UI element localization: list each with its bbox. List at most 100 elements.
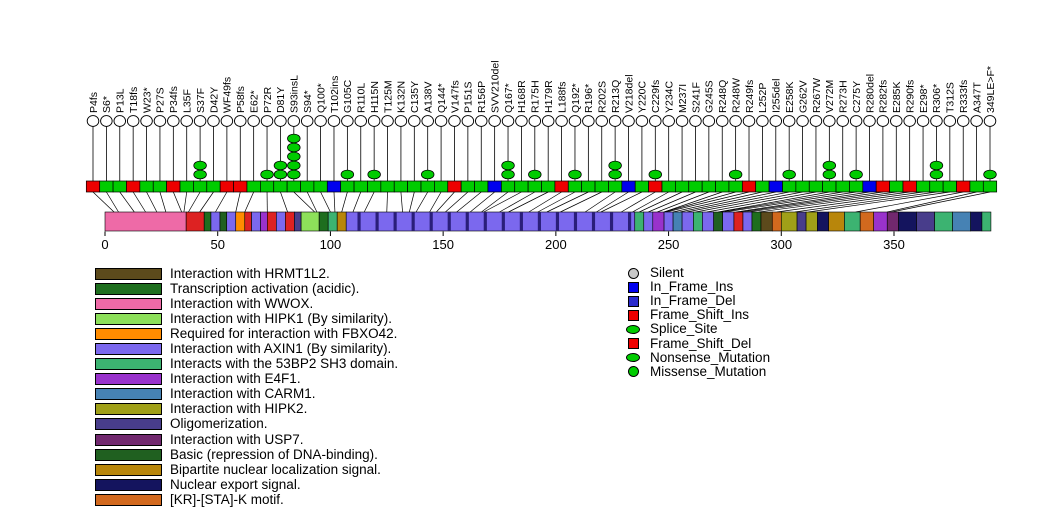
mutation-node[interactable]	[247, 115, 260, 127]
mutation-node[interactable]	[207, 115, 220, 127]
mutation-count-head[interactable]	[608, 169, 622, 180]
mutation-node[interactable]	[823, 115, 836, 127]
mutation-node[interactable]	[608, 115, 622, 127]
mutation-count-head[interactable]	[273, 160, 288, 171]
mutation-node[interactable]	[649, 115, 662, 127]
mutation-node[interactable]	[153, 115, 167, 127]
mutation-node[interactable]	[515, 115, 528, 127]
mutation-node[interactable]	[729, 115, 742, 127]
axis-tick-label: 50	[210, 237, 224, 252]
mutation-label: T102ins	[329, 76, 341, 113]
mutation-count-head[interactable]	[501, 160, 515, 171]
mutation-node[interactable]	[341, 115, 354, 127]
mutation-node[interactable]	[796, 115, 809, 127]
mutation-node[interactable]	[622, 115, 635, 127]
mutation-node[interactable]	[100, 115, 113, 127]
mutation-node[interactable]	[662, 115, 675, 127]
mutation-node[interactable]	[528, 115, 542, 127]
mutation-node[interactable]	[260, 115, 274, 127]
mutation-count-head[interactable]	[287, 160, 301, 171]
mutation-count-head[interactable]	[287, 133, 301, 144]
mutation-node[interactable]	[863, 115, 876, 127]
mutation-node[interactable]	[849, 115, 863, 127]
mutation-node[interactable]	[742, 115, 756, 127]
mutation-count-head[interactable]	[367, 169, 381, 180]
mutation-node[interactable]	[300, 115, 314, 127]
mutation-node[interactable]	[86, 115, 100, 127]
mutation-count-head[interactable]	[822, 160, 837, 171]
domain-stripe	[447, 212, 451, 231]
mutation-node[interactable]	[274, 115, 287, 127]
mutation-count-head[interactable]	[287, 151, 301, 162]
mutation-count-head[interactable]	[501, 169, 515, 180]
mutation-node[interactable]	[501, 115, 515, 127]
mutation-node[interactable]	[167, 115, 180, 127]
mutation-node[interactable]	[890, 115, 903, 127]
mutation-node[interactable]	[769, 115, 783, 127]
mutation-count-head[interactable]	[983, 169, 997, 180]
mutation-node[interactable]	[314, 115, 327, 127]
mutation-node[interactable]	[113, 115, 127, 127]
mutation-node[interactable]	[689, 115, 702, 127]
mutation-node[interactable]	[488, 115, 501, 127]
mutation-node[interactable]	[930, 115, 943, 127]
mutation-count-head[interactable]	[648, 169, 662, 180]
mutation-node[interactable]	[983, 115, 997, 127]
mutation-count-head[interactable]	[260, 169, 274, 180]
mutation-node[interactable]	[234, 115, 247, 127]
mutation-count-head[interactable]	[929, 160, 944, 171]
mutation-node[interactable]	[970, 115, 983, 127]
mutation-node[interactable]	[434, 115, 448, 127]
mutation-count-head[interactable]	[822, 169, 837, 180]
mutation-node[interactable]	[220, 115, 234, 127]
mutation-node[interactable]	[702, 115, 716, 127]
mutation-node[interactable]	[287, 115, 301, 127]
mutation-node[interactable]	[836, 115, 849, 127]
mutation-node[interactable]	[635, 115, 649, 127]
mutation-node[interactable]	[541, 115, 555, 127]
mutation-count-head[interactable]	[340, 169, 355, 180]
mutation-node[interactable]	[180, 115, 193, 127]
mutation-node[interactable]	[475, 115, 488, 127]
mutation-node[interactable]	[595, 115, 608, 127]
mutation-node[interactable]	[193, 115, 207, 127]
mutation-node[interactable]	[809, 115, 823, 127]
mutation-node[interactable]	[140, 115, 153, 127]
mutation-node[interactable]	[354, 115, 368, 127]
mutation-count-head[interactable]	[528, 169, 542, 180]
mutation-node[interactable]	[943, 115, 957, 127]
mutation-node[interactable]	[394, 115, 408, 127]
mutation-node[interactable]	[555, 115, 568, 127]
mutation-node[interactable]	[782, 115, 796, 127]
mutation-count-head[interactable]	[193, 160, 207, 171]
mutation-count-head[interactable]	[929, 169, 944, 180]
mutation-count-head[interactable]	[273, 169, 288, 180]
mutation-node[interactable]	[568, 115, 582, 127]
mutation-node[interactable]	[327, 115, 341, 127]
mutation-node[interactable]	[126, 115, 140, 127]
mutation-count-head[interactable]	[421, 169, 435, 180]
mutation-node[interactable]	[916, 115, 930, 127]
mutation-node[interactable]	[421, 115, 434, 127]
mutation-node[interactable]	[876, 115, 890, 127]
mutation-node[interactable]	[408, 115, 421, 127]
mutation-count-head[interactable]	[568, 169, 582, 180]
mutation-node[interactable]	[367, 115, 381, 127]
mutation-node[interactable]	[715, 115, 729, 127]
mutation-node[interactable]	[903, 115, 916, 127]
mutation-node[interactable]	[461, 115, 475, 127]
mutation-node[interactable]	[582, 115, 595, 127]
mutation-node[interactable]	[381, 115, 394, 127]
mutation-count-head[interactable]	[728, 169, 743, 180]
mutation-node[interactable]	[756, 115, 769, 127]
mutation-node[interactable]	[956, 115, 970, 127]
mutation-count-head[interactable]	[287, 142, 301, 153]
mutation-node[interactable]	[675, 115, 689, 127]
mutation-count-head[interactable]	[193, 169, 207, 180]
mutation-count-head[interactable]	[608, 160, 622, 171]
mutation-node[interactable]	[448, 115, 461, 127]
mutation-count-head[interactable]	[849, 169, 863, 180]
domain-legend-item: Interacts with the 53BP2 SH3 domain.	[95, 357, 398, 372]
mutation-count-head[interactable]	[782, 169, 796, 180]
mutation-count-head[interactable]	[287, 169, 301, 180]
